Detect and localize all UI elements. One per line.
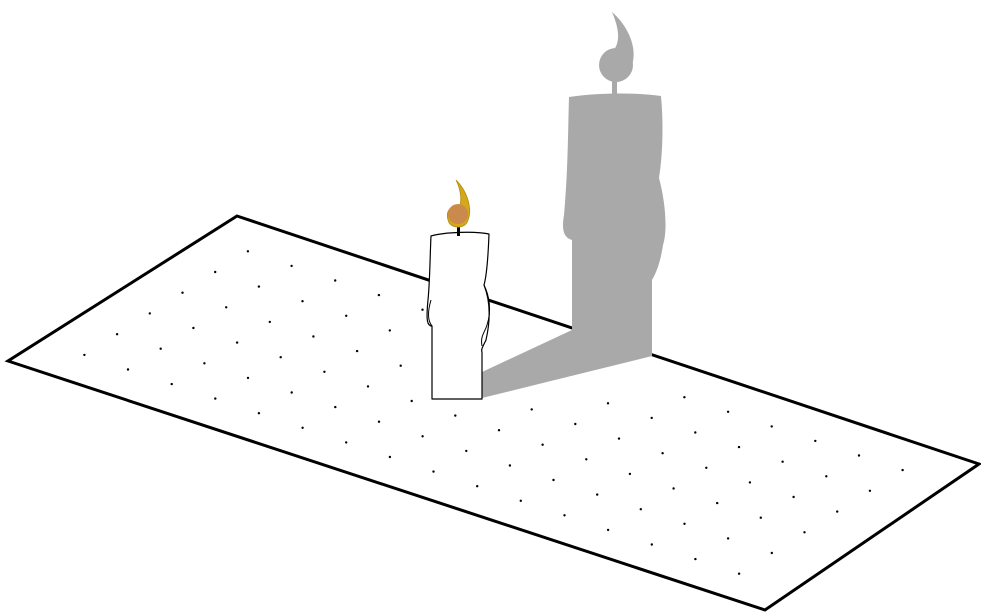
floor-dot [661,452,663,454]
floor-dot [476,485,478,487]
floor-dot [400,365,402,367]
floor-dot [683,396,685,398]
floor-dot [531,408,533,410]
floor-dot [683,523,685,525]
floor-dot [705,467,707,469]
floor-dot [389,456,391,458]
floor-dot [421,309,423,311]
floor-dot [629,473,631,475]
floor-dot [236,341,238,343]
floor-dot [901,469,903,471]
floor-dot [389,329,391,331]
floor-dot [280,356,282,358]
floor-dot [116,333,118,335]
floor-dot [509,464,511,466]
floor-dot [454,414,456,416]
candle-body [427,232,489,399]
floor-dot [345,441,347,443]
floor-dot [127,368,129,370]
floor-dot [356,350,358,352]
floor-dot [836,510,838,512]
floor-dot [792,496,794,498]
floor-dot [214,397,216,399]
floor-dot [83,354,85,356]
floor-dot [781,461,783,463]
floor-dot [345,315,347,317]
floor-dot [421,435,423,437]
floor-dot [247,377,249,379]
floor-dot [323,371,325,373]
floor-dot [749,481,751,483]
floor-dot [607,529,609,531]
floor-dot [225,306,227,308]
floor-dot [727,411,729,413]
floor-dot [727,537,729,539]
floor-dot [771,425,773,427]
floor-dot [607,402,609,404]
floor-dot [814,440,816,442]
floor-dot [334,406,336,408]
floor-dot [465,450,467,452]
floor-dot [258,285,260,287]
floor-dot [247,250,249,252]
floor-dot [771,552,773,554]
floor-dot [520,500,522,502]
floor-dot [738,573,740,575]
flame-core [448,204,468,224]
floor-dot [411,400,413,402]
candle-flame [447,180,469,227]
floor-dot [760,517,762,519]
floor-dot [367,385,369,387]
floor-dot [596,493,598,495]
shadow-body [563,93,666,356]
floor-dot [541,444,543,446]
floor-dot [378,294,380,296]
floor-dot [498,429,500,431]
floor-dot [203,362,205,364]
floor-dot [651,543,653,545]
floor-dot [858,454,860,456]
candle [427,180,490,399]
floor-dot [651,417,653,419]
floor-dot [803,531,805,533]
floor-dot [160,348,162,350]
floor-dot [585,458,587,460]
floor-dot [869,490,871,492]
floor-dot [269,321,271,323]
floor-dot [640,508,642,510]
floor-dot [291,391,293,393]
floor-dot [563,514,565,516]
floor-dot [171,383,173,385]
floor-dot [738,446,740,448]
floor-dot [192,327,194,329]
floor-dot [334,279,336,281]
floor-dot [618,437,620,439]
floor-dot [214,271,216,273]
floor-dot [290,265,292,267]
floor-dot [716,502,718,504]
floor-dot [378,421,380,423]
floor-dot [694,431,696,433]
floor-dot [552,479,554,481]
floor-dot [258,412,260,414]
floor-dot [149,312,151,314]
floor-dot [694,558,696,560]
floor-dot [432,470,434,472]
floor-dot [825,475,827,477]
floor-dot [181,292,183,294]
floor-plane [8,216,979,610]
floor-dot [312,335,314,337]
floor-dot [301,427,303,429]
floor-dot [301,300,303,302]
floor-dot [574,423,576,425]
floor-dot [672,487,674,489]
